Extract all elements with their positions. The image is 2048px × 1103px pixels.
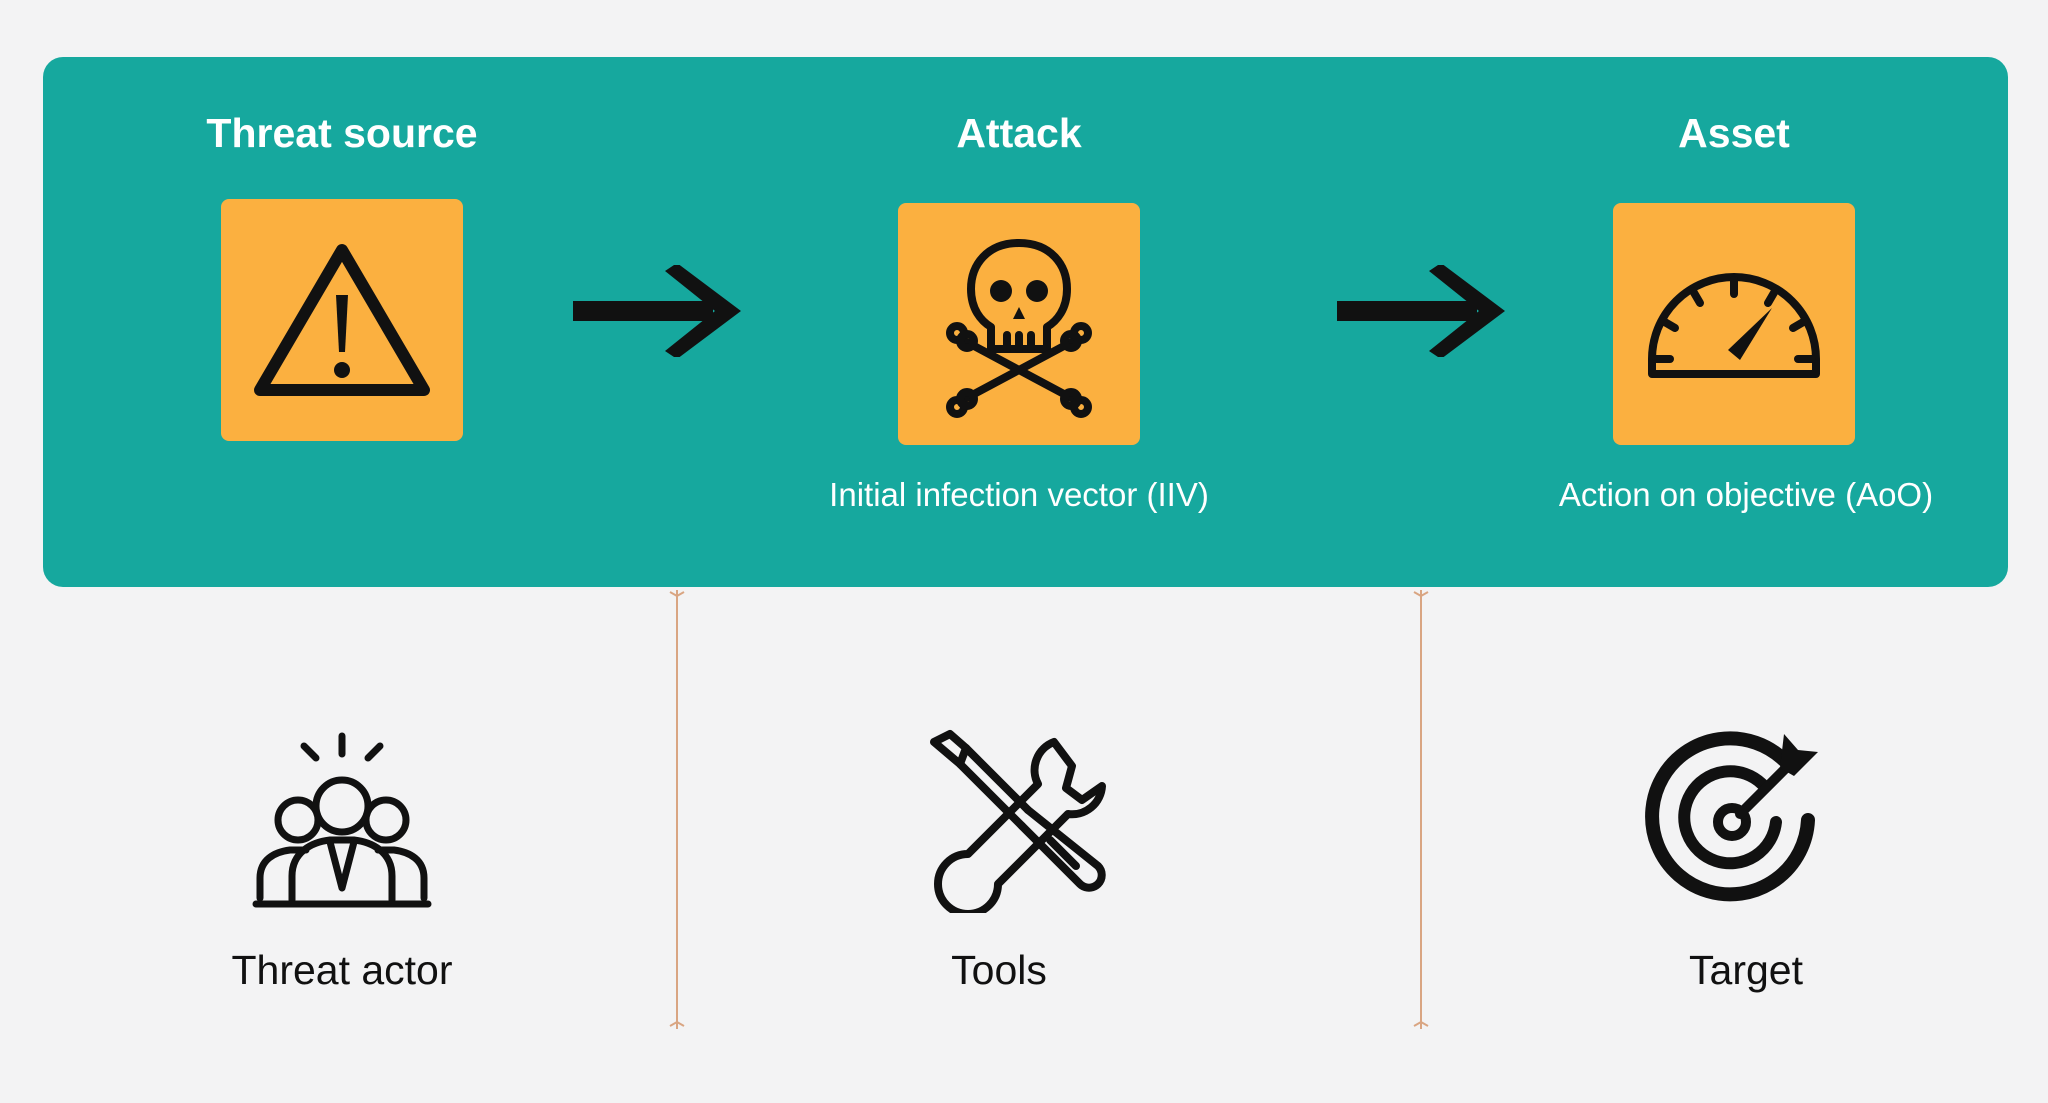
divider-line [669,590,685,1029]
caption-initial-infection-vector: Initial infection vector (IIV) [829,476,1209,513]
stage-title-asset: Asset [1678,110,1790,156]
threat-source-box [221,199,463,441]
divider-line [1413,590,1429,1029]
stage-title-attack: Attack [956,110,1082,156]
speedometer-gauge-icon [1648,273,1820,378]
label-threat-actor: Threat actor [231,947,453,993]
asset-box [1613,203,1855,445]
target-arrow-icon [1645,731,1818,902]
caption-action-on-objective: Action on objective (AoO) [1558,476,1934,513]
skull-crossbones-icon [946,239,1092,418]
arrow-right-icon [1337,265,1505,357]
warning-triangle-icon [254,244,430,396]
stage-title-threat-source: Threat source [206,110,478,156]
attack-box [898,203,1140,445]
label-tools: Tools [951,947,1047,993]
label-target: Target [1689,947,1803,993]
threat-actor-group-icon [252,732,432,908]
arrow-right-icon [573,265,741,357]
wrench-screwdriver-icon [930,730,1106,913]
